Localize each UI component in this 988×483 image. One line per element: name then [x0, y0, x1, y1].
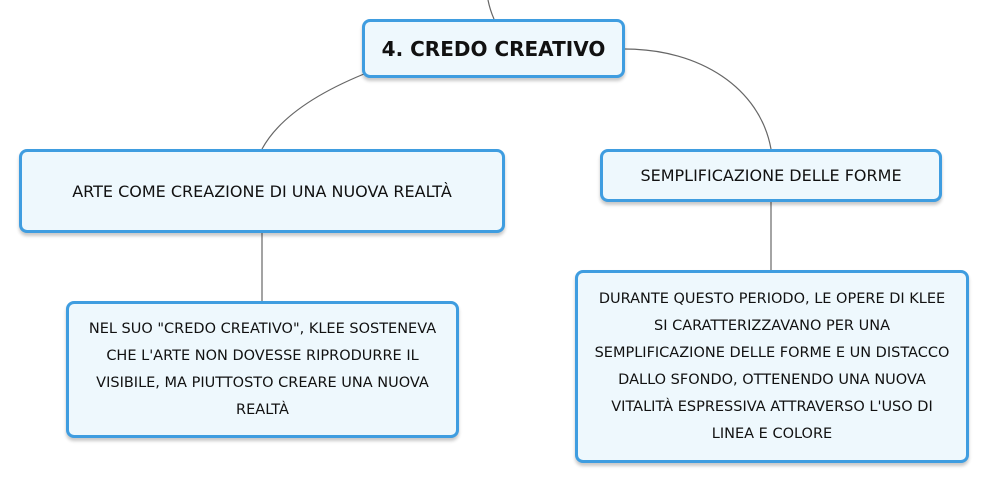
connector-root-to-left: [261, 73, 365, 150]
topic-node-label: ARTE COME CREAZIONE DI UNA NUOVA REALTÀ: [72, 181, 452, 201]
connector-root-to-right: [624, 48, 772, 150]
topic-node-label: SEMPLIFICAZIONE DELLE FORME: [640, 166, 902, 185]
connector-parent-to-root: [487, 0, 495, 20]
detail-node-periodo[interactable]: DURANTE QUESTO PERIODO, LE OPERE DI KLEE…: [575, 270, 969, 463]
topic-node-arte-creazione[interactable]: ARTE COME CREAZIONE DI UNA NUOVA REALTÀ: [19, 149, 505, 233]
detail-node-credo-creativo[interactable]: NEL SUO "CREDO CREATIVO", KLEE SOSTENEVA…: [66, 301, 459, 438]
detail-node-text: NEL SUO "CREDO CREATIVO", KLEE SOSTENEVA…: [88, 320, 437, 418]
root-node-label: 4. CREDO CREATIVO: [381, 36, 606, 61]
topic-node-semplificazione[interactable]: SEMPLIFICAZIONE DELLE FORME: [600, 149, 942, 202]
detail-node-text: DURANTE QUESTO PERIODO, LE OPERE DI KLEE…: [594, 290, 950, 442]
root-node[interactable]: 4. CREDO CREATIVO: [362, 19, 625, 78]
